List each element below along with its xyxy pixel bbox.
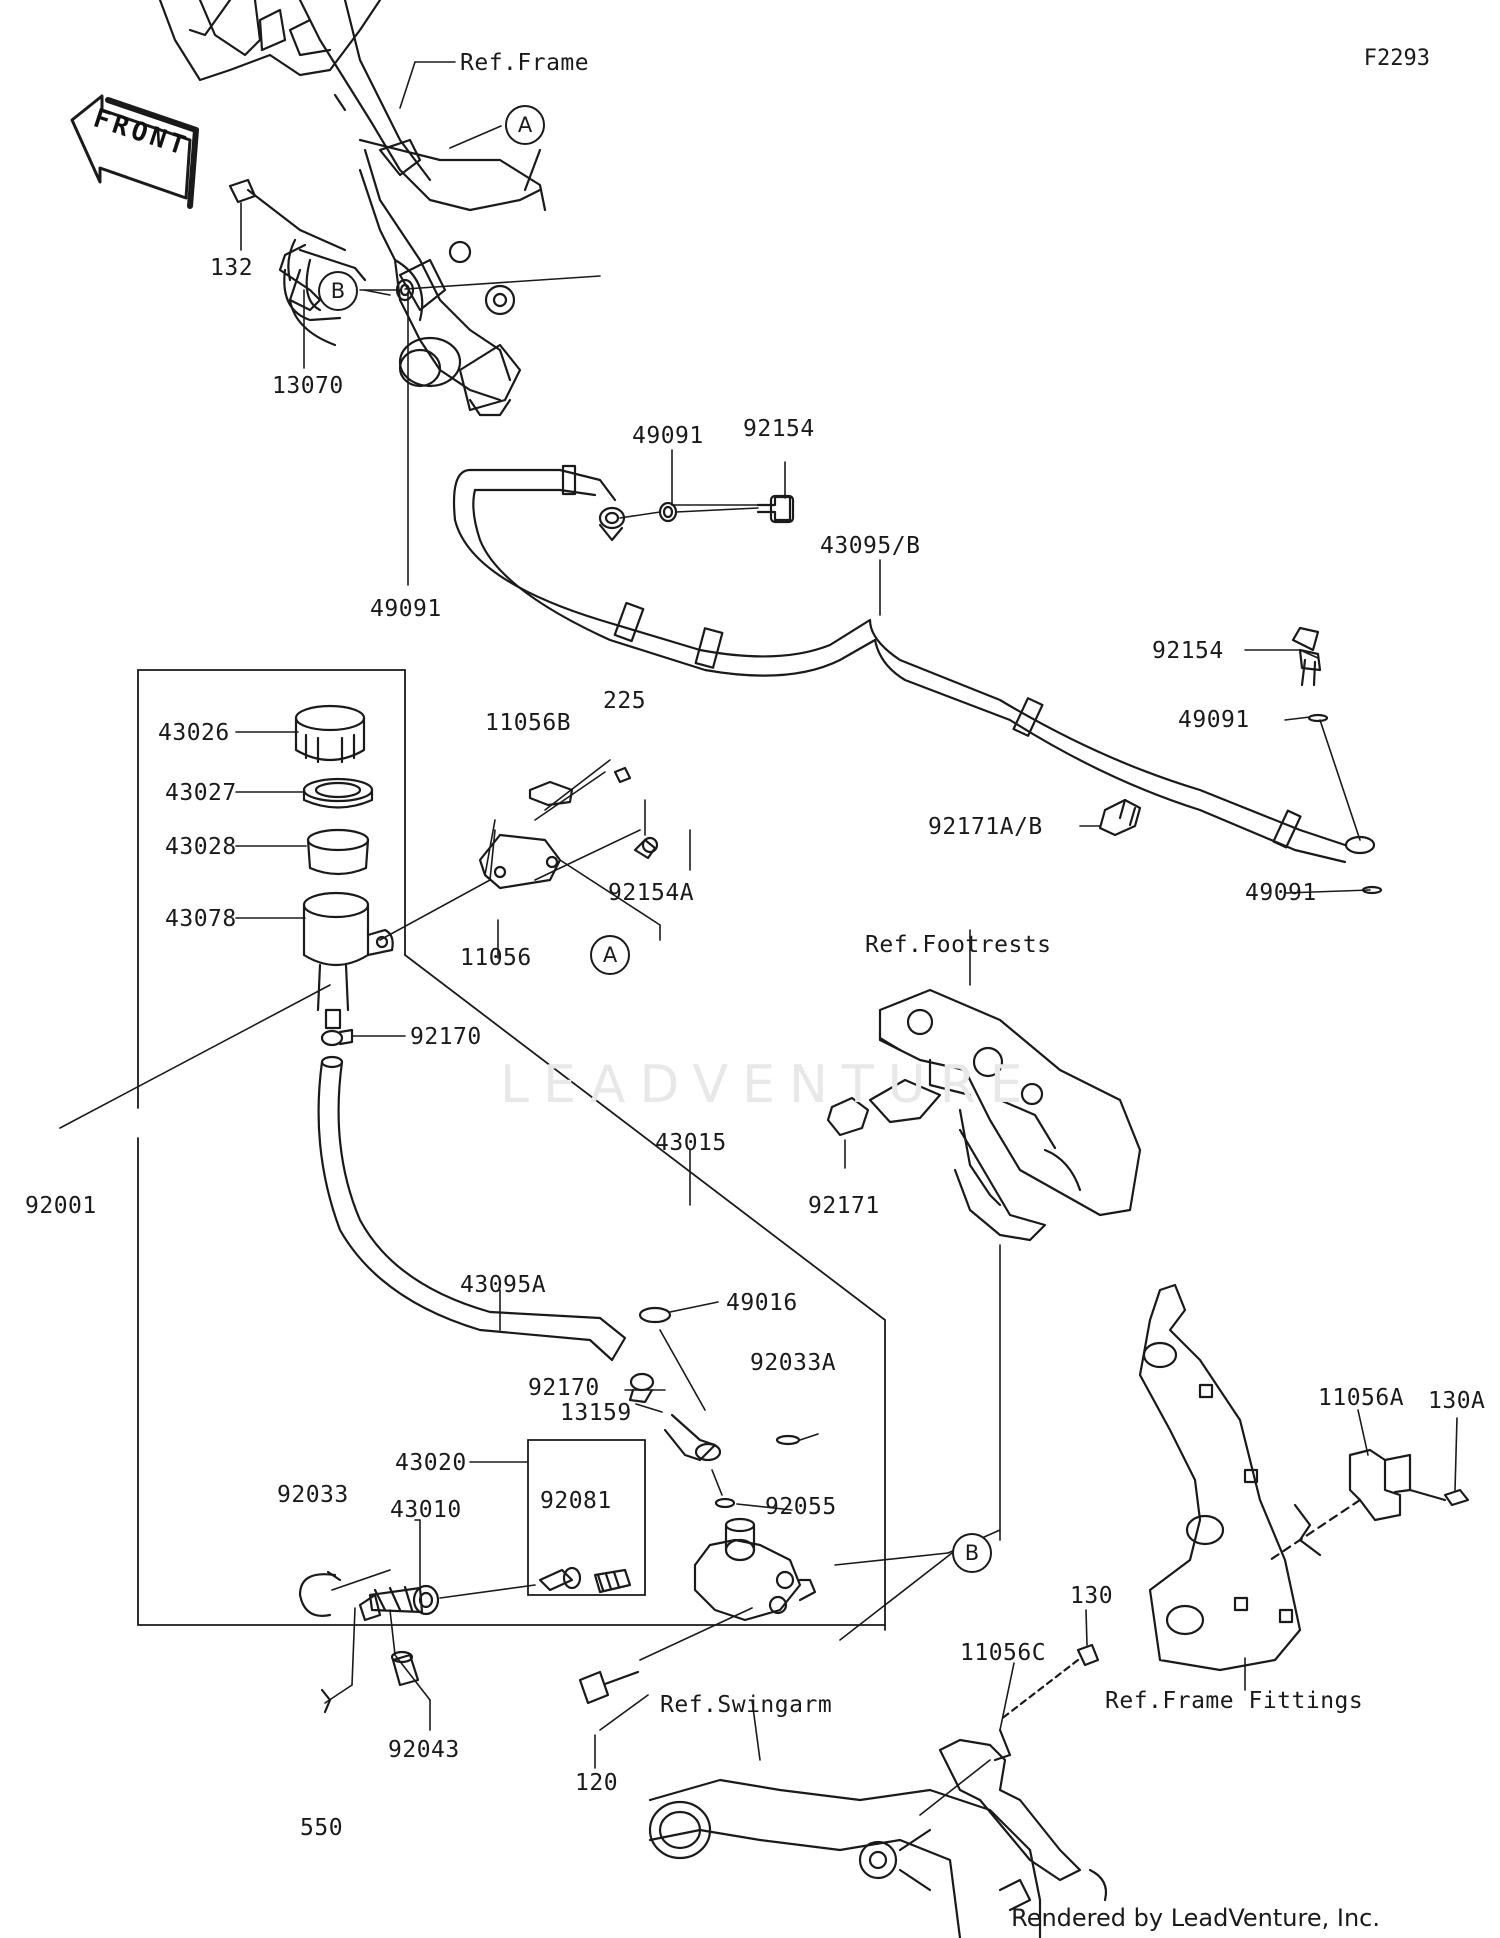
bolt-120 — [578, 1670, 640, 1705]
clamp-92170-top — [320, 1028, 354, 1047]
part-43010[interactable]: 43010 — [390, 1497, 462, 1523]
leader-lines — [240, 61, 1371, 894]
part-550[interactable]: 550 — [300, 1815, 344, 1841]
part-92171[interactable]: 92171 — [808, 1193, 880, 1219]
fitting-13159 — [638, 1306, 801, 1509]
cotter-pin-550 — [320, 1688, 332, 1714]
frame-fittings — [1138, 1283, 1470, 1672]
part-43020[interactable]: 43020 — [395, 1450, 467, 1476]
part-92154a[interactable]: 92154A — [608, 880, 695, 906]
part-92033[interactable]: 92033 — [277, 1482, 349, 1508]
watermark: LEADVENTURE — [500, 1055, 1037, 1115]
part-43095a[interactable]: 43095A — [460, 1272, 547, 1298]
washers-bolts-top — [395, 278, 1383, 895]
part-92154-right[interactable]: 92154 — [1152, 638, 1224, 664]
part-49091-top[interactable]: 49091 — [632, 423, 704, 449]
part-13159[interactable]: 13159 — [560, 1400, 632, 1426]
plate-43028 — [306, 828, 370, 876]
bolt-132 — [228, 178, 347, 252]
part-49016[interactable]: 49016 — [726, 1290, 798, 1316]
part-92081[interactable]: 92081 — [540, 1488, 612, 1514]
part-11056c[interactable]: 11056C — [960, 1640, 1047, 1666]
part-43028[interactable]: 43028 — [165, 834, 237, 860]
part-11056a[interactable]: 11056A — [1318, 1385, 1405, 1411]
part-132[interactable]: 132 — [210, 255, 254, 281]
clip-13070 — [278, 238, 367, 347]
part-225[interactable]: 225 — [603, 688, 647, 714]
part-92055[interactable]: 92055 — [765, 1494, 837, 1520]
part-49091-right1[interactable]: 49091 — [1178, 707, 1250, 733]
marker-a-bottom[interactable]: A — [590, 935, 630, 975]
part-13070[interactable]: 13070 — [272, 373, 344, 399]
swingarm — [648, 1643, 1108, 1938]
diagram-code: F2293 — [1363, 46, 1430, 71]
part-92170-top[interactable]: 92170 — [410, 1024, 482, 1050]
marker-b-left[interactable]: B — [318, 271, 358, 311]
marker-b-right[interactable]: B — [952, 1533, 992, 1573]
ref-footrests[interactable]: Ref.Footrests — [865, 932, 1052, 958]
part-49091-left[interactable]: 49091 — [370, 596, 442, 622]
part-92154-top[interactable]: 92154 — [743, 416, 815, 442]
leader-lines-low — [751, 929, 1458, 1761]
master-cylinder — [298, 1517, 817, 1687]
clamp-92170-mid — [628, 1372, 655, 1404]
reservoir-43078 — [302, 891, 394, 1030]
part-130a[interactable]: 130A — [1428, 1388, 1486, 1414]
ref-frame-fittings[interactable]: Ref.Frame Fittings — [1105, 1688, 1364, 1714]
part-92043[interactable]: 92043 — [388, 1737, 460, 1763]
part-43095b[interactable]: 43095/B — [820, 533, 921, 559]
hose-43095a — [317, 1055, 627, 1362]
part-120[interactable]: 120 — [575, 1770, 619, 1796]
part-92170-mid[interactable]: 92170 — [528, 1375, 600, 1401]
part-92171ab[interactable]: 92171A/B — [928, 814, 1043, 840]
hose-43095b — [452, 464, 1376, 864]
ref-frame[interactable]: Ref.Frame — [460, 50, 590, 76]
part-43027[interactable]: 43027 — [165, 780, 237, 806]
reservoir-box — [137, 669, 886, 1631]
part-43026[interactable]: 43026 — [158, 720, 230, 746]
part-43078[interactable]: 43078 — [165, 906, 237, 932]
part-43015[interactable]: 43015 — [655, 1130, 727, 1156]
leader-lines-mid — [59, 731, 1001, 1769]
cap-43026 — [294, 704, 366, 764]
credit-text: Rendered by LeadVenture, Inc. — [1011, 1904, 1380, 1932]
part-130[interactable]: 130 — [1070, 1583, 1114, 1609]
footrest-bracket — [826, 988, 1142, 1242]
part-11056[interactable]: 11056 — [460, 945, 532, 971]
ref-swingarm[interactable]: Ref.Swingarm — [660, 1692, 833, 1718]
bracket-11056 — [478, 766, 659, 890]
diaphragm-43027 — [302, 777, 374, 809]
part-92033a[interactable]: 92033A — [750, 1350, 837, 1376]
part-11056b[interactable]: 11056B — [485, 710, 572, 736]
frame-drawing — [158, 0, 547, 417]
part-92001[interactable]: 92001 — [25, 1193, 97, 1219]
front-arrow — [70, 94, 199, 209]
part-49091-right2[interactable]: 49091 — [1245, 880, 1317, 906]
marker-a-top[interactable]: A — [505, 105, 545, 145]
